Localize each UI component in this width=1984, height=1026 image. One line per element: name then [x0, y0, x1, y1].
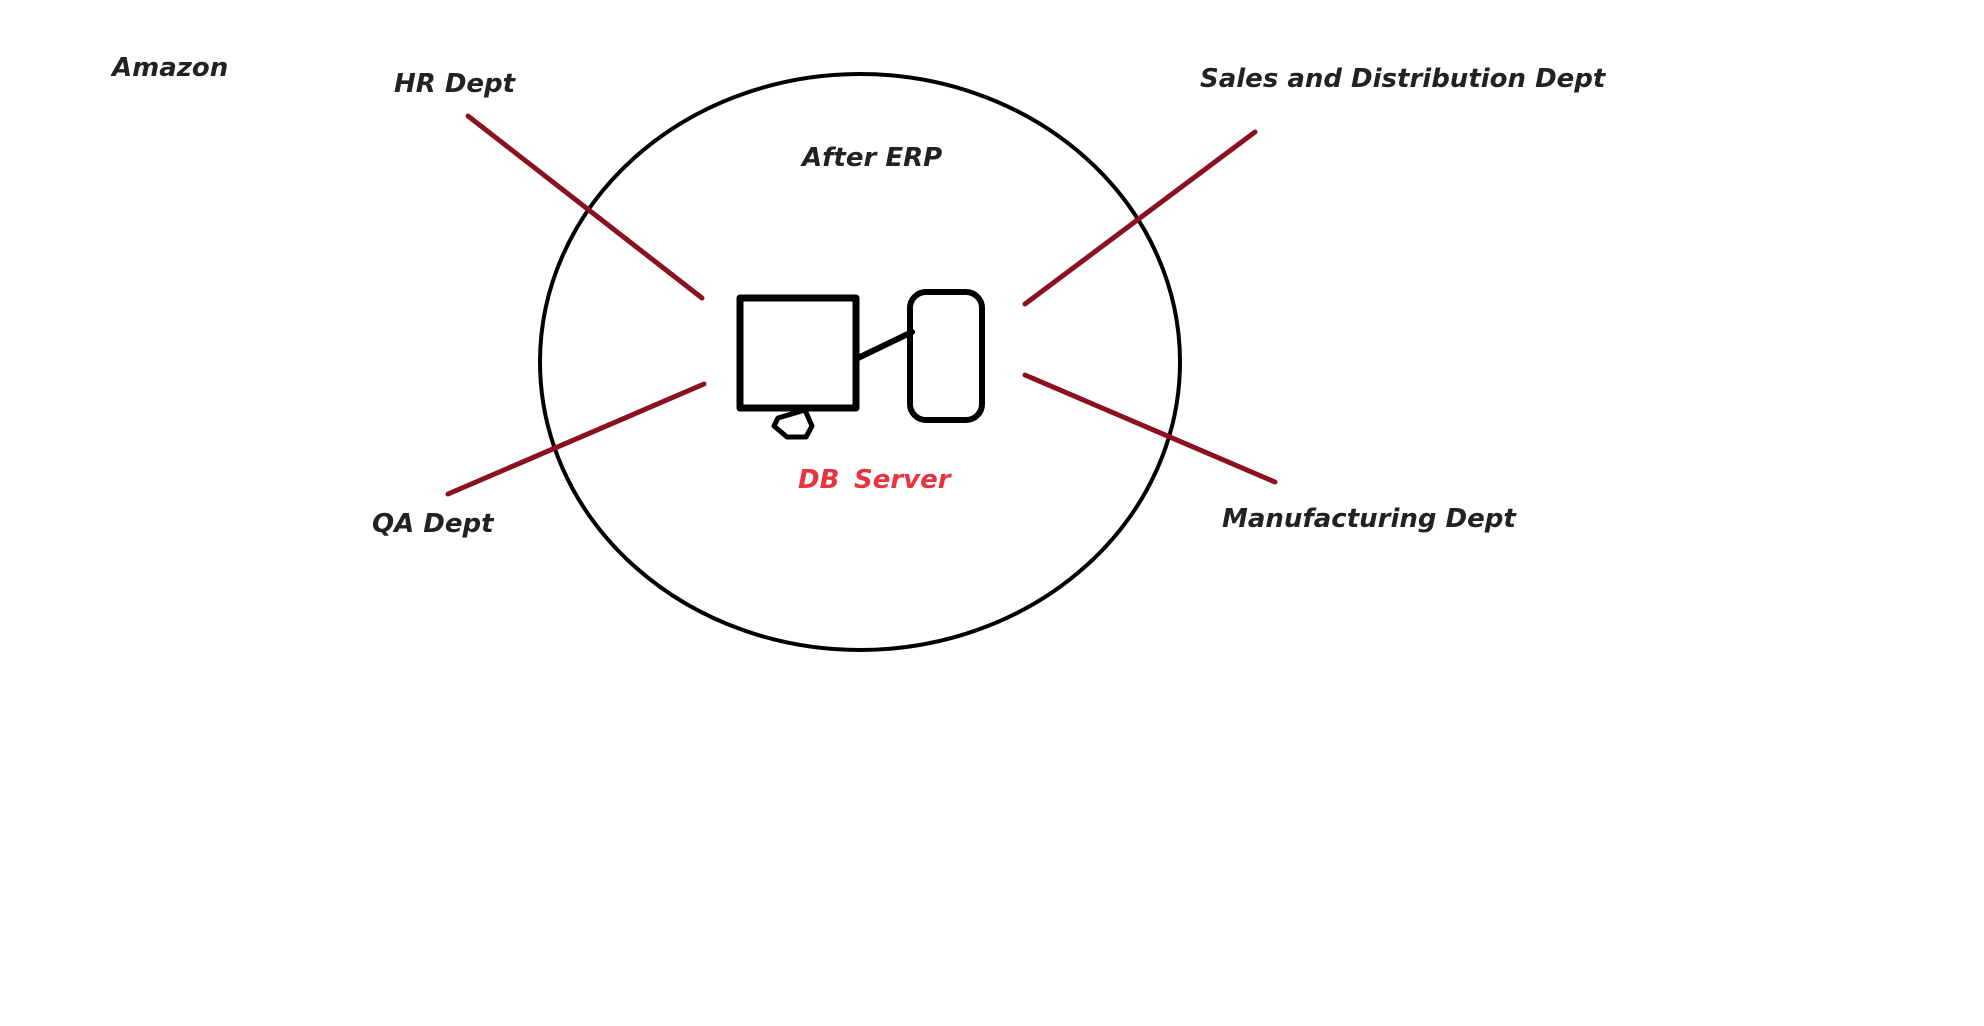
company-label: Amazon	[110, 53, 228, 83]
hr-dept-label: HR Dept	[394, 69, 517, 99]
manufacturing-connector-line	[1022, 372, 1278, 485]
erp-boundary-ellipse	[538, 72, 1182, 652]
center-title: After ERP	[800, 143, 942, 173]
db-label: DB	[798, 465, 839, 495]
manufacturing-dept-label: Manufacturing Dept	[1222, 504, 1517, 534]
computer-monitor-icon	[736, 294, 860, 440]
hr-connector-line	[465, 113, 705, 301]
sales-connector-line	[1022, 129, 1258, 307]
monitor-stand	[771, 407, 815, 440]
qa-dept-label: QA Dept	[372, 509, 495, 539]
server-label: Server	[854, 465, 953, 495]
server-icon	[907, 289, 985, 423]
monitor-screen	[736, 294, 860, 412]
sales-dept-label: Sales and Distribution Dept	[1200, 64, 1607, 94]
db-server-link-line	[855, 329, 915, 361]
qa-connector-line	[445, 381, 707, 497]
